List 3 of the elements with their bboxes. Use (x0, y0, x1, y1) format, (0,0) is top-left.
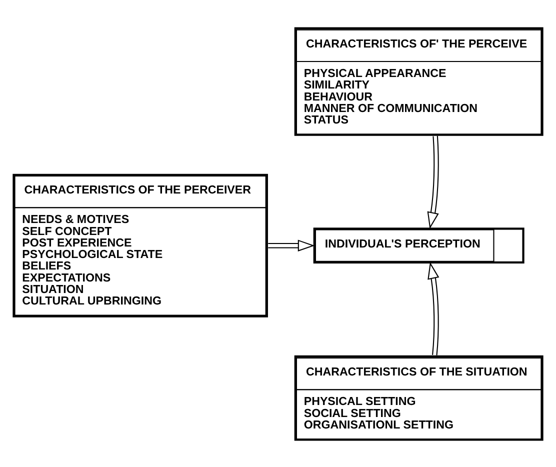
arrow (428, 262, 440, 355)
arrow (427, 135, 439, 228)
arrow (268, 239, 315, 252)
